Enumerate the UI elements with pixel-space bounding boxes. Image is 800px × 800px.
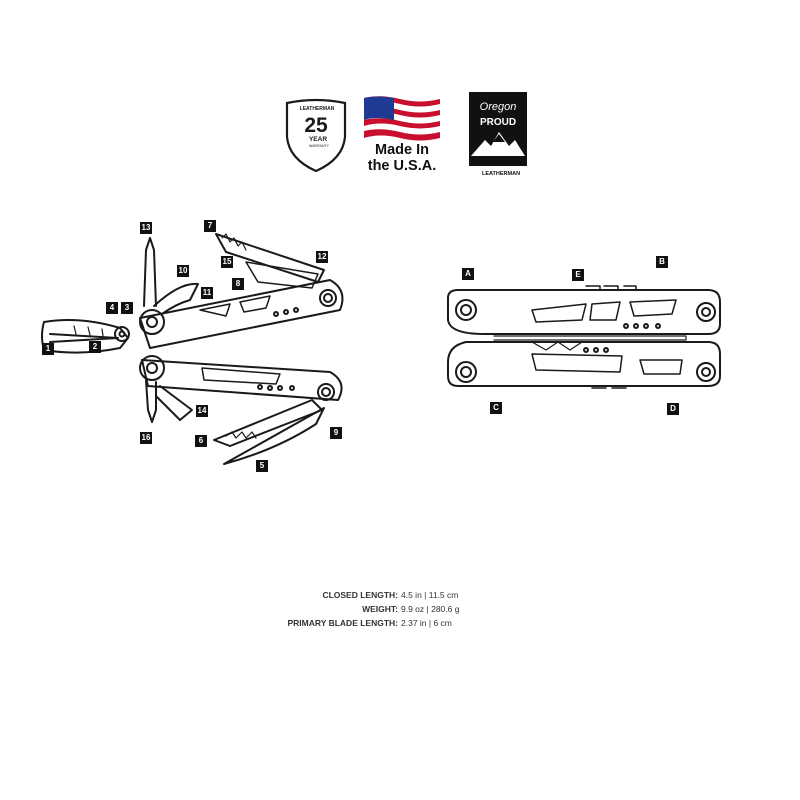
lower-bit (145, 379, 157, 423)
warranty-badge: LEATHERMAN 25 YEAR WARRANTY (285, 98, 347, 173)
spec-label: CLOSED LENGTH: (322, 590, 398, 600)
callout-5: 5 (256, 460, 268, 472)
upper-handle (139, 279, 344, 349)
callout-d: D (667, 403, 679, 415)
made-in-usa-badge: Made In the U.S.A. (364, 96, 440, 174)
callout-13: 13 (140, 222, 152, 234)
us-flag-icon (364, 96, 440, 141)
spec-label: WEIGHT: (362, 604, 398, 614)
callout-b: B (656, 256, 668, 268)
saw-blade (215, 233, 325, 283)
mountain-icon (471, 132, 525, 156)
closed-upper-handle (447, 289, 721, 335)
callout-e: E (572, 269, 584, 281)
screwdriver-bit (143, 237, 157, 307)
callout-c: C (490, 402, 502, 414)
scissors (153, 282, 199, 315)
oregon-line1: Oregon (480, 101, 517, 113)
warranty-number: 25 (304, 114, 328, 137)
oregon-line2: PROUD (480, 117, 516, 128)
spec-value: 2.37 in | 6 cm (401, 618, 452, 628)
callout-3: 3 (121, 302, 133, 314)
spec-value: 9.9 oz | 280.6 g (401, 604, 460, 614)
spec-label: PRIMARY BLADE LENGTH: (287, 618, 399, 628)
spec-value: 4.5 in | 11.5 cm (401, 590, 459, 600)
oregon-proud-badge: Oregon PROUD LEATHERMAN (469, 92, 527, 177)
made-in-line2: the U.S.A. (368, 158, 436, 174)
callout-15: 15 (221, 256, 233, 268)
callout-11: 11 (201, 287, 213, 299)
callout-14: 14 (196, 405, 208, 417)
warranty-year: YEAR (309, 136, 327, 143)
closed-lower-handle (447, 341, 721, 387)
closed-tool-diagram (447, 285, 721, 389)
callout-10: 10 (177, 265, 189, 277)
callout-9: 9 (330, 427, 342, 439)
spec-closed-length: CLOSED LENGTH: 4.5 in | 11.5 cm (0, 589, 800, 601)
spec-weight: WEIGHT: 9.9 oz | 280.6 g (0, 603, 800, 615)
spec-primary-blade-length: PRIMARY BLADE LENGTH: 2.37 in | 6 cm (0, 617, 800, 629)
callout-6: 6 (195, 435, 207, 447)
warranty-sub: WARRANTY (309, 144, 330, 148)
callout-7: 7 (204, 220, 216, 232)
callout-4: 4 (106, 302, 118, 314)
callout-1: 1 (42, 343, 54, 355)
open-tool-diagram (41, 233, 344, 465)
lower-handle (141, 359, 343, 401)
warranty-brand: LEATHERMAN (300, 106, 335, 112)
oregon-brand: LEATHERMAN (482, 171, 520, 177)
callout-16: 16 (140, 432, 152, 444)
callout-12: 12 (316, 251, 328, 263)
callout-8: 8 (232, 278, 244, 290)
callout-2: 2 (89, 341, 101, 353)
bottle-opener (155, 385, 193, 421)
made-in-line1: Made In (375, 142, 429, 158)
callout-a: A (462, 268, 474, 280)
main-blade (223, 407, 325, 465)
